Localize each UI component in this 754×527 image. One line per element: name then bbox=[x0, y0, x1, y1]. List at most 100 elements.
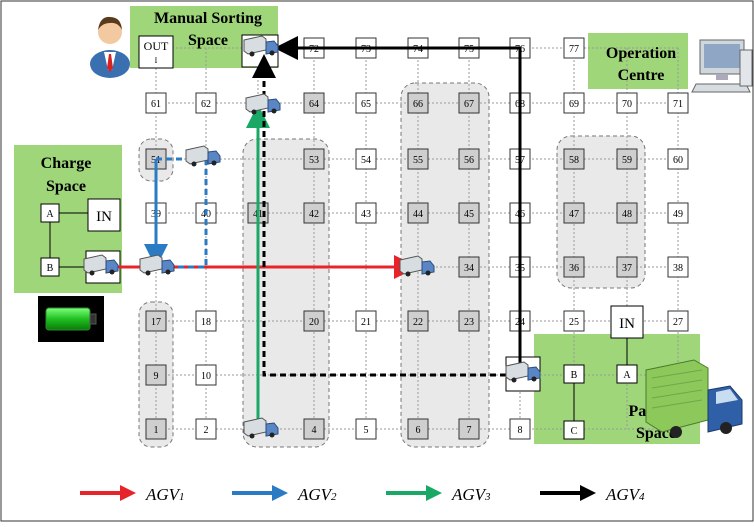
node-box bbox=[355, 148, 377, 170]
grid-node: 34 bbox=[458, 256, 480, 278]
legend-agv2: AGV2 bbox=[232, 485, 337, 504]
grid-node: 69 bbox=[563, 92, 585, 114]
grid-node: 67 bbox=[458, 92, 480, 114]
node-label: 10 bbox=[201, 371, 211, 382]
node-label: 7 bbox=[467, 425, 472, 436]
parking-in-label: IN bbox=[619, 316, 635, 332]
node-box bbox=[303, 202, 325, 224]
out-label: OUT bbox=[144, 39, 169, 53]
node-box bbox=[616, 92, 638, 114]
grid-node: 37 bbox=[616, 256, 638, 278]
node-label: 59 bbox=[622, 155, 632, 166]
cluster-41-col bbox=[242, 138, 330, 448]
node-label: 38 bbox=[673, 263, 683, 274]
node-label: 43 bbox=[361, 209, 371, 220]
legend-arrowhead bbox=[426, 485, 442, 501]
agv-vehicle-icon bbox=[245, 93, 281, 115]
node-label: 48 bbox=[622, 209, 632, 220]
grid-node: 21 bbox=[355, 310, 377, 332]
park-c-label: C bbox=[571, 426, 578, 437]
grid-node: 62 bbox=[195, 92, 217, 114]
node-box bbox=[563, 202, 585, 224]
legend-arrowhead bbox=[120, 485, 136, 501]
agv2-end-vehicle-icon bbox=[139, 254, 175, 276]
node-box bbox=[145, 418, 167, 440]
node-label: 69 bbox=[569, 99, 579, 110]
grid-node: 36 bbox=[563, 256, 585, 278]
grid-node: 17 bbox=[145, 310, 167, 332]
grid-node: 49 bbox=[667, 202, 689, 224]
legend-arrowhead bbox=[580, 485, 596, 501]
manual-sorting-title-2: Space bbox=[188, 32, 228, 49]
grid-node: 66 bbox=[407, 92, 429, 114]
legend-name: AGV bbox=[605, 485, 642, 504]
legend-agv4: AGV4 bbox=[540, 485, 645, 504]
node-label: 20 bbox=[309, 317, 319, 328]
node-box bbox=[407, 418, 429, 440]
node-label: 56 bbox=[464, 155, 474, 166]
grid-node: 27 bbox=[667, 310, 689, 332]
operation-centre-title-2: Centre bbox=[618, 67, 665, 84]
node-box bbox=[667, 202, 689, 224]
node-box bbox=[667, 92, 689, 114]
node-box bbox=[667, 310, 689, 332]
grid-node: 58 bbox=[563, 148, 585, 170]
node-box bbox=[616, 202, 638, 224]
node-label: 66 bbox=[413, 99, 423, 110]
node-label: 55 bbox=[413, 155, 423, 166]
legend-agv1: AGV1 bbox=[80, 485, 185, 504]
node-box bbox=[458, 202, 480, 224]
node-label: 9 bbox=[154, 371, 159, 382]
grid-node: 42 bbox=[303, 202, 325, 224]
node-box bbox=[563, 256, 585, 278]
node-label: 61 bbox=[151, 99, 161, 110]
node-label: 45 bbox=[464, 209, 474, 220]
grid-node: 18 bbox=[195, 310, 217, 332]
legend-agv3: AGV3 bbox=[386, 485, 491, 504]
node-label: 49 bbox=[673, 209, 683, 220]
agv4-return-path bbox=[252, 54, 506, 377]
grid-node: 38 bbox=[667, 256, 689, 278]
node-label: 54 bbox=[361, 155, 371, 166]
node-box bbox=[407, 310, 429, 332]
parking-in-box bbox=[610, 305, 644, 339]
charge-a-label: A bbox=[46, 209, 54, 220]
node-box bbox=[303, 418, 325, 440]
legend-label: AGV1 bbox=[145, 485, 185, 504]
grid-node: 71 bbox=[667, 92, 689, 114]
node-label: 62 bbox=[201, 99, 211, 110]
grid-node: 6 bbox=[407, 418, 429, 440]
node-label: 53 bbox=[309, 155, 319, 166]
park-a-label: A bbox=[623, 370, 631, 381]
node-label: 44 bbox=[413, 209, 423, 220]
agv4-start-vehicle-icon bbox=[505, 361, 541, 383]
node-box bbox=[195, 364, 217, 386]
charge-space-title-1: Charge bbox=[41, 155, 92, 172]
grid-node: 9 bbox=[145, 364, 167, 386]
node-label: 27 bbox=[673, 317, 683, 328]
node-box bbox=[458, 310, 480, 332]
cluster-58 bbox=[556, 135, 646, 289]
out-box bbox=[138, 35, 174, 69]
node-label: 25 bbox=[569, 317, 579, 328]
node-label: 18 bbox=[201, 317, 211, 328]
grid-node: 8 bbox=[509, 418, 531, 440]
agv2-return-path bbox=[156, 157, 208, 269]
charge-in-label: IN bbox=[96, 209, 112, 225]
grid-node: 54 bbox=[355, 148, 377, 170]
grid-node: 1 bbox=[145, 418, 167, 440]
node-label: 21 bbox=[361, 317, 371, 328]
grid-node: 77 bbox=[563, 37, 585, 59]
node-label: 5 bbox=[364, 425, 369, 436]
node-label: 37 bbox=[622, 263, 632, 274]
node-box bbox=[303, 148, 325, 170]
agv3-vehicle-icon bbox=[243, 417, 279, 439]
node-box bbox=[145, 310, 167, 332]
grid-node: 7 bbox=[458, 418, 480, 440]
node-box bbox=[563, 148, 585, 170]
grid-node: 61 bbox=[145, 92, 167, 114]
grid-node: 48 bbox=[616, 202, 638, 224]
node-label: 36 bbox=[569, 263, 579, 274]
node-box bbox=[458, 418, 480, 440]
node-box bbox=[509, 418, 531, 440]
